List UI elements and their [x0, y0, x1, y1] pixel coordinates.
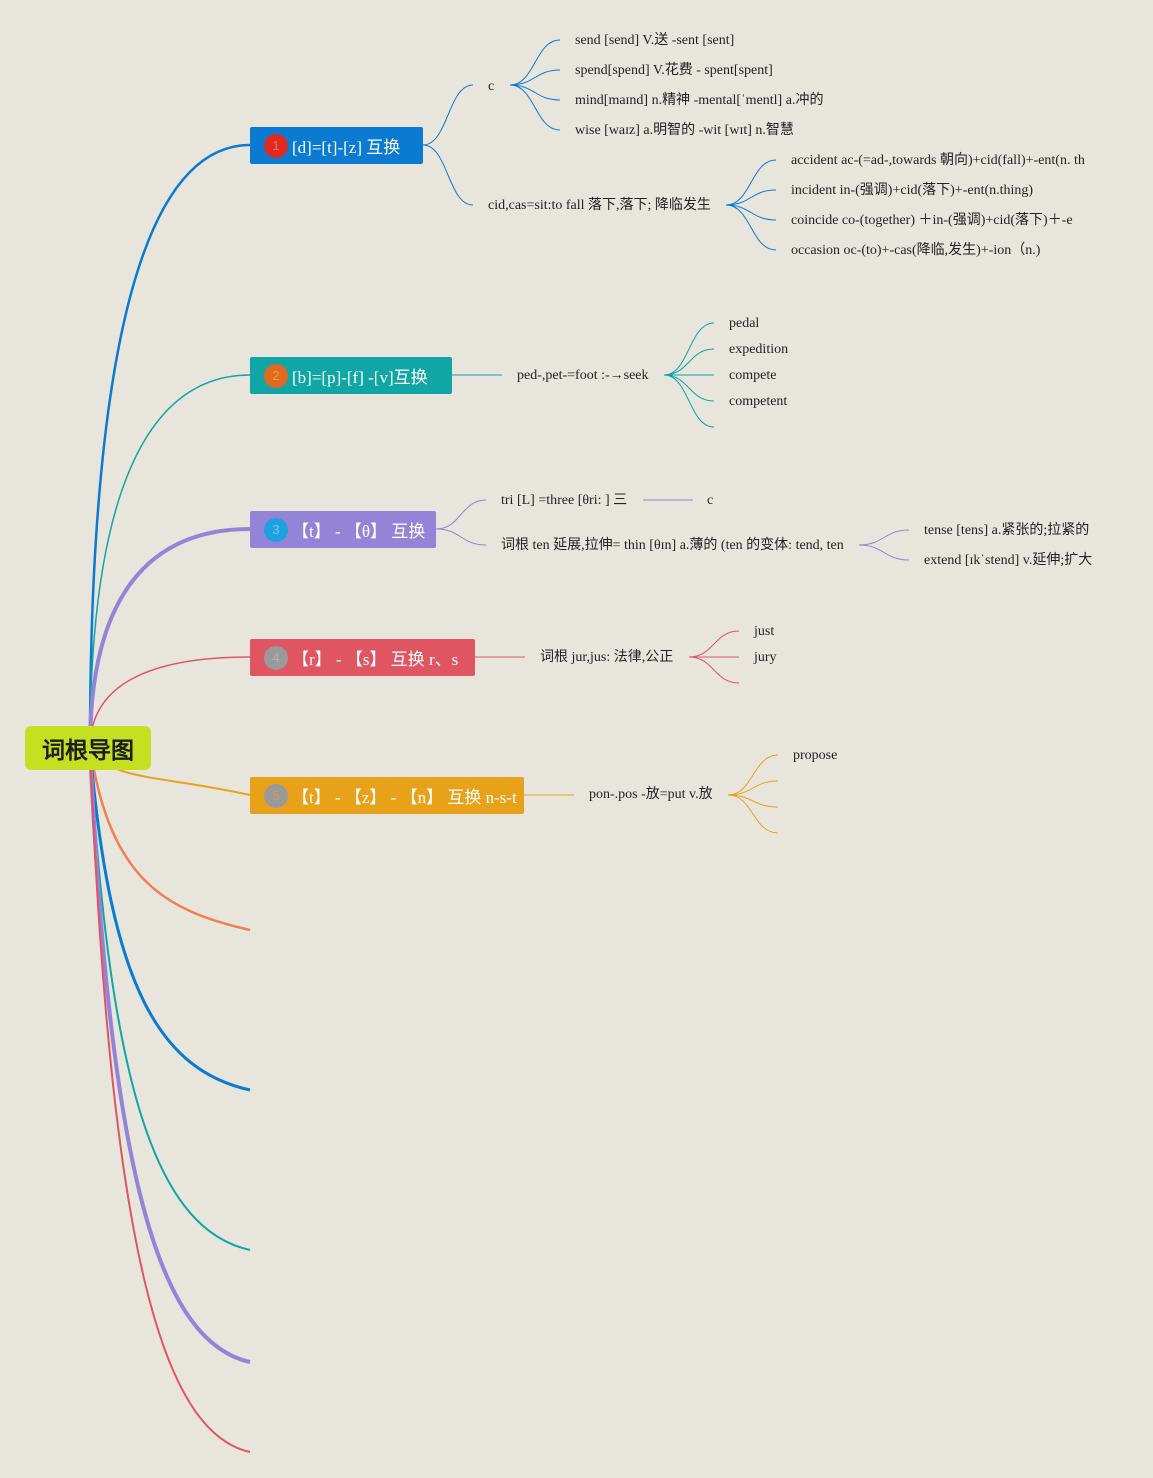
leaf-3-2-1[interactable]: tense [tens] a.紧张的;拉紧的 [924, 523, 1090, 538]
subtopic-3-2[interactable]: 词根 ten 延展,拉伸= thin [θɪn] a.薄的 (ten 的变体: … [501, 538, 844, 553]
leaf-connector-4-1-1 [688, 630, 740, 658]
leaf-1-1-3[interactable]: mind[maɪnd] n.精神 -mental[ˈmentl] a.冲的 [575, 93, 824, 108]
badge-1: 1 [264, 133, 288, 158]
branch-3[interactable]: 3 【t】 - 【θ】 互换 [250, 511, 436, 548]
subtopic-1-1[interactable]: c [488, 79, 495, 94]
main-connector-4 [89, 656, 251, 749]
extra-connector-5 [89, 747, 251, 1453]
leaf-connector-2-1-5 [663, 374, 715, 428]
subtopic-5-1[interactable]: pon-.pos -放=put v.放 [589, 787, 713, 802]
sub-connector-1-2 [422, 144, 474, 206]
badge-3: 3 [264, 517, 288, 542]
leaf-connector-1-1-2 [509, 69, 561, 86]
leaf-connector-2-1-2 [663, 348, 715, 376]
branch-1-label: [d]=[t]-[z] 互换 [292, 138, 401, 157]
leaf-1-2-1[interactable]: accident ac-(=ad-,towards 朝向)+cid(fall)+… [791, 153, 1085, 168]
leaf-1-1-2[interactable]: spend[spend] V.花费 - spent[spent] [575, 63, 773, 78]
main-connector-3 [88, 527, 251, 749]
leaf-1-1-1[interactable]: send [send] V.送 -sent [sent] [575, 33, 735, 48]
subtopic-2-1[interactable]: ped-,pet-=foot :-→seek [517, 368, 649, 383]
leaf-connector-1-1-1 [509, 39, 561, 86]
leaf-2-1-2[interactable]: expedition [729, 342, 789, 357]
extra-connector-2 [88, 747, 251, 1092]
extra-connector-4 [88, 747, 251, 1364]
leaf-connector-2-1-1 [663, 322, 715, 376]
leaf-connector-5-1-4 [727, 794, 779, 834]
subtopic-3-1[interactable]: tri [L] =three [θri: ] 三 [501, 493, 628, 508]
branch-5-label: 【t】 - 【z】 - 【n】 互换 n-s-t [292, 788, 517, 807]
leaf-3-1-1[interactable]: c [707, 493, 714, 508]
leaf-1-2-2[interactable]: incident in-(强调)+cid(落下)+-ent(n.thing) [791, 183, 1034, 198]
leaf-connector-1-2-3 [725, 204, 777, 221]
central-topic-label: 词根导图 [42, 738, 134, 764]
main-connector-1 [88, 143, 251, 749]
leaf-3-2-2[interactable]: extend [ɪkˈstend] v.延伸;扩大 [924, 553, 1093, 568]
sub-connector-3-1 [435, 499, 487, 530]
branch-3-label: 【t】 - 【θ】 互换 [292, 522, 426, 541]
leaf-2-1-4[interactable]: competent [729, 394, 788, 409]
leaf-connector-5-1-2 [727, 780, 779, 796]
leaf-1-1-4[interactable]: wise [waɪz] a.明智的 -wit [wɪt] n.智慧 [575, 123, 794, 138]
leaf-connector-3-2-2 [858, 544, 910, 561]
leaf-2-1-1[interactable]: pedal [729, 316, 760, 331]
central-topic[interactable]: 词根导图 [25, 726, 151, 770]
subtopic-1-2[interactable]: cid,cas=sit:to fall 落下,落下; 降临发生 [488, 198, 711, 213]
branch-2-label: [b]=[p]-[f] -[v]互换 [292, 368, 428, 387]
branch-4[interactable]: 4 【r】 - 【s】 互换 r、s [250, 639, 475, 676]
leaf-4-1-1[interactable]: just [754, 624, 775, 639]
extra-connector-3 [89, 747, 251, 1251]
leaf-connector-5-1-1 [727, 754, 779, 796]
leaf-connector-3-2-1 [858, 529, 910, 546]
leaf-1-2-4[interactable]: occasion oc-(to)+-cas(降临,发生)+-ion（n.) [791, 243, 1041, 258]
subtopic-4-1[interactable]: 词根 jur,jus: 法律,公正 [540, 650, 674, 665]
leaf-connector-2-1-4 [663, 374, 715, 402]
leaf-2-1-3[interactable]: compete [729, 368, 777, 383]
leaf-connector-4-1-3 [688, 656, 740, 684]
sub-connector-3-2 [435, 528, 487, 546]
main-connector-2 [89, 374, 251, 749]
badge-2: 2 [264, 363, 288, 388]
extra-connector-1 [88, 747, 251, 932]
sub-connector-1-1 [422, 84, 474, 146]
branch-4-label: 【r】 - 【s】 互换 r、s [292, 650, 459, 669]
leaf-connector-1-1-3 [509, 84, 561, 101]
leaf-5-1-1[interactable]: propose [793, 748, 838, 763]
branch-1[interactable]: 1 [d]=[t]-[z] 互换 [250, 127, 423, 164]
leaf-connector-1-1-4 [509, 84, 561, 131]
leaf-connector-1-2-1 [725, 159, 777, 206]
branch-5[interactable]: 5 【t】 - 【z】 - 【n】 互换 n-s-t [250, 777, 524, 814]
leaf-connector-1-2-2 [725, 189, 777, 206]
badge-4: 4 [264, 645, 288, 670]
leaf-4-1-2[interactable]: jury [754, 650, 777, 665]
leaf-1-2-3[interactable]: coincide co-(together) ＋in-(强调)+cid(落下)＋… [791, 213, 1073, 228]
branch-2[interactable]: 2 [b]=[p]-[f] -[v]互换 [250, 357, 452, 394]
badge-5: 5 [264, 783, 288, 808]
leaf-connector-1-2-4 [725, 204, 777, 251]
